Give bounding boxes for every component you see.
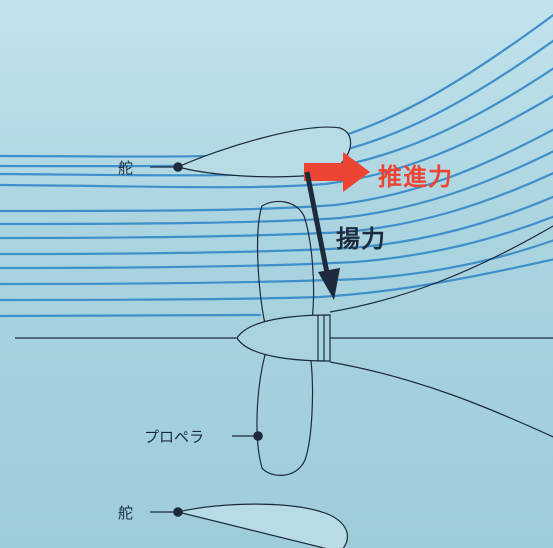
streamline xyxy=(0,150,553,226)
propeller-blade-lower xyxy=(256,351,314,476)
streamline xyxy=(0,313,262,318)
streamline xyxy=(0,195,553,256)
thrust-arrow xyxy=(304,152,370,192)
rudder-top-label: 舵 xyxy=(118,159,134,177)
callouts xyxy=(150,162,263,517)
hull-upper-line xyxy=(329,225,553,313)
hull-outline xyxy=(329,225,553,438)
propeller-dot xyxy=(253,431,263,441)
rudder-bottom-label: 舵 xyxy=(118,504,134,522)
lift-label: 揚力 xyxy=(336,225,386,253)
thrust-label: 推進力 xyxy=(378,163,453,191)
rudder-bottom-dot xyxy=(173,507,183,517)
propeller-label: プロペラ xyxy=(144,428,205,446)
rudder-foil-lower xyxy=(177,503,348,548)
hull-lower-line xyxy=(329,361,553,438)
streamline xyxy=(0,215,553,270)
propeller-hub xyxy=(236,314,331,362)
streamline xyxy=(0,94,553,189)
streamline xyxy=(0,258,553,302)
propeller-blade-upper xyxy=(257,200,315,325)
rudder-top-dot xyxy=(173,162,183,172)
streamline xyxy=(0,171,553,240)
streamline xyxy=(0,128,553,213)
lift-arrow xyxy=(304,171,340,300)
